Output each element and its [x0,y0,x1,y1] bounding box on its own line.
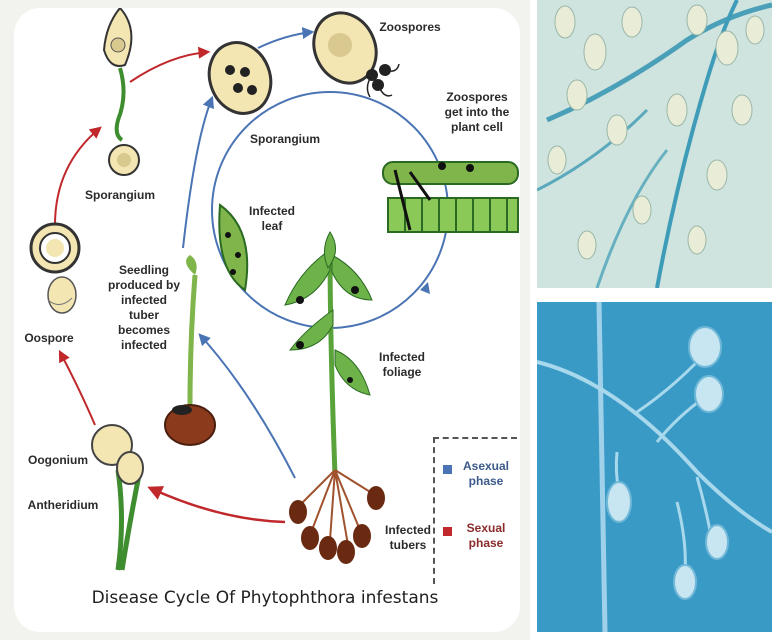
label-zoospores: Zoospores [379,20,441,34]
sexual-arrow-oospore-to-sporangium [54,126,102,226]
sexual-arrow-oogonium-to-oospore [58,349,96,426]
light-micrograph-sporangia [537,0,772,288]
infected-tubers-illustration [289,469,385,564]
label-sporangium-central: Sporangium [249,132,320,146]
asexual-arrow-sporangium-to-zoospores [257,27,315,49]
sporangium-central [207,41,273,115]
infected-potato-plant [284,231,373,476]
legend-swatch-sexual [443,527,452,536]
label-oogonium: Oogonium [28,453,88,467]
zoospore-sporangium [312,11,400,98]
dic-micrograph-sporangiophores [537,302,772,632]
diagram-artwork [29,8,519,571]
label-sporangium-left: Sporangium [84,188,155,202]
micrograph-bottom-artwork [537,302,772,632]
infected-leaf-illustration [218,203,249,292]
sporangium-stalk-top-left [102,8,140,176]
sexual-arrow-to-central-sporangium [129,46,211,83]
plant-cell-tissue [382,161,519,233]
legend: Asexual phase Sexual phase [433,437,517,584]
oospore-illustration [29,222,81,314]
legend-swatch-asexual [443,465,452,474]
label-infected-tubers: Infected tubers [384,523,431,552]
label-infected-leaf: Infected leaf [248,204,295,233]
diagram-panel: Zoospores Zoospores get into the plant c… [0,0,530,640]
asexual-arrow-tubers-to-seedling [198,333,296,479]
asexual-arrow-seedling-to-sporangium [182,95,214,249]
label-seedling: Seedling produced by infected tuber beco… [107,263,180,352]
cycle-arrow-head [420,282,430,294]
diagram-caption: Disease Cycle Of Phytophthora infestans [91,588,439,608]
seedling-illustration [164,255,216,446]
disease-cycle-diagram: Zoospores Zoospores get into the plant c… [14,8,520,632]
label-antheridium: Antheridium [27,498,99,512]
oogonium-antheridium-illustration [91,424,144,571]
label-oospore: Oospore [24,331,74,345]
label-zoospores-get-into-plant-cell: Zoospores get into the plant cell [444,90,510,134]
micrograph-top-artwork [537,0,772,288]
label-infected-foliage: Infected foliage [378,350,425,379]
legend-label-sexual: Sexual phase [466,521,506,550]
sexual-arrow-tubers-to-antheridium [147,486,286,524]
legend-label-asexual: Asexual phase [462,459,510,488]
